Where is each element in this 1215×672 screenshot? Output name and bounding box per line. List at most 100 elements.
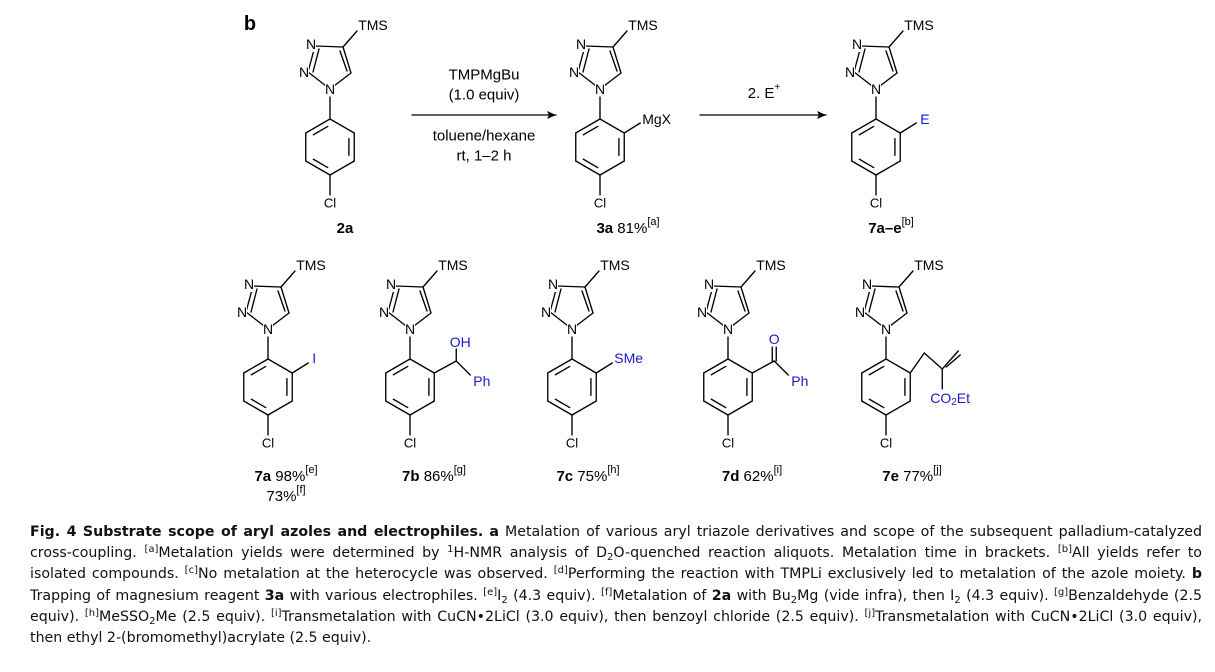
atom-mask [723,321,733,337]
atom-mask [299,64,309,80]
atom-mask [244,276,254,292]
footnote-c-text: No metalation at the heterocycle was obs… [197,566,548,583]
bond [267,400,293,416]
bond [342,46,352,74]
bond [609,50,618,72]
iodo-label: I [312,350,316,366]
bond [909,352,925,374]
equiv-label: (1.0 equiv) [449,87,520,104]
compound-label-2a: 2a [337,220,354,237]
bond [595,362,613,374]
bond [851,160,877,176]
bond [923,352,943,370]
n2-label: N [379,304,389,320]
footnote-mark-i: [i] [270,607,282,619]
n1-label: N [405,321,415,337]
n2-label: N [845,64,855,80]
caption-part-a-text: Metalation of various aryl triazole deri… [30,524,1202,562]
n1-label: N [263,321,273,337]
bond [861,400,887,416]
cl-label: Cl [262,436,274,451]
bond [392,288,400,313]
bond [250,288,258,313]
hydroxyl-label: OH [450,334,471,350]
bond [623,122,641,134]
footnote-h-text2: Me (2.5 equiv). [155,608,266,625]
n2-label: N [237,304,247,320]
bond [868,398,885,409]
bond [868,288,876,313]
bond [422,286,432,314]
sme-label: SMe [614,350,643,366]
compound-label-7b: 7b 86%[g] [402,464,466,485]
bond [740,286,750,314]
bond [250,365,267,376]
footnote-mark-f: [f] [600,586,613,598]
tms-label: TMS [904,17,934,33]
compound-label-7c: 7c 75%[h] [556,464,619,485]
footnote-mark-h: [h] [84,607,99,619]
bond [392,365,409,376]
atom-mask [569,64,579,80]
n3-label: N [704,276,714,292]
footnote-mark-d: [d] [553,565,568,577]
atom-mask [881,321,891,337]
n3-label: N [852,36,862,52]
atom-mask [237,304,247,320]
bond [339,50,348,72]
solvent-label: toluene/hexane [433,128,536,145]
bond [342,30,358,48]
bond [875,160,901,176]
bond [899,122,917,134]
reaction-arrow-2 [699,111,827,119]
n2-label: N [569,64,579,80]
bond [571,358,597,374]
compound-label-7d: 7d 62%[i] [722,464,782,485]
e-label: E [920,111,929,127]
compound-label-7a-e: 7a–e[b] [868,216,914,237]
footnote-mark-b: [b] [1057,544,1072,556]
footnote-a-text2: H-NMR analysis of D [453,545,608,562]
n3-label: N [306,36,316,52]
footnote-e-text2: (4.3 equiv). [513,587,596,604]
bond [280,286,290,314]
bond [280,270,296,288]
bond [243,400,269,416]
cl-label: Cl [594,196,606,211]
bond [599,160,625,176]
carbonyl-o-label: O [769,331,780,347]
bond [861,358,887,374]
bond [314,45,344,48]
bond [712,285,742,288]
bond [751,360,775,374]
atom-mask [263,321,273,337]
bond [581,290,590,312]
tms-label: TMS [600,257,630,273]
atom-mask [405,321,415,337]
tms-label: TMS [628,17,658,33]
bond [858,158,875,169]
n1-label: N [871,81,881,97]
bond [419,290,428,312]
bond [599,118,625,134]
mgx-label: MgX [642,111,671,127]
cl-label: Cl [880,436,892,451]
reaction-arrow-1 [411,111,557,119]
atom-mask [548,276,558,292]
footnote-e-sub: 2 [501,594,508,606]
n3-label: N [386,276,396,292]
bond [554,398,571,409]
footnote-f-text2: with Bu [736,587,791,604]
bond [409,358,435,374]
bond [305,118,331,134]
bond [243,358,269,374]
bond [312,125,329,136]
bond [455,360,471,376]
bond [740,270,756,288]
bond [885,358,911,374]
footnote-mark-e: [e] [483,586,498,598]
caption-part-b-text: Trapping of magnesium reagent [30,587,260,604]
bond [710,288,718,313]
conditions-label: rt, 1–2 h [456,148,511,165]
